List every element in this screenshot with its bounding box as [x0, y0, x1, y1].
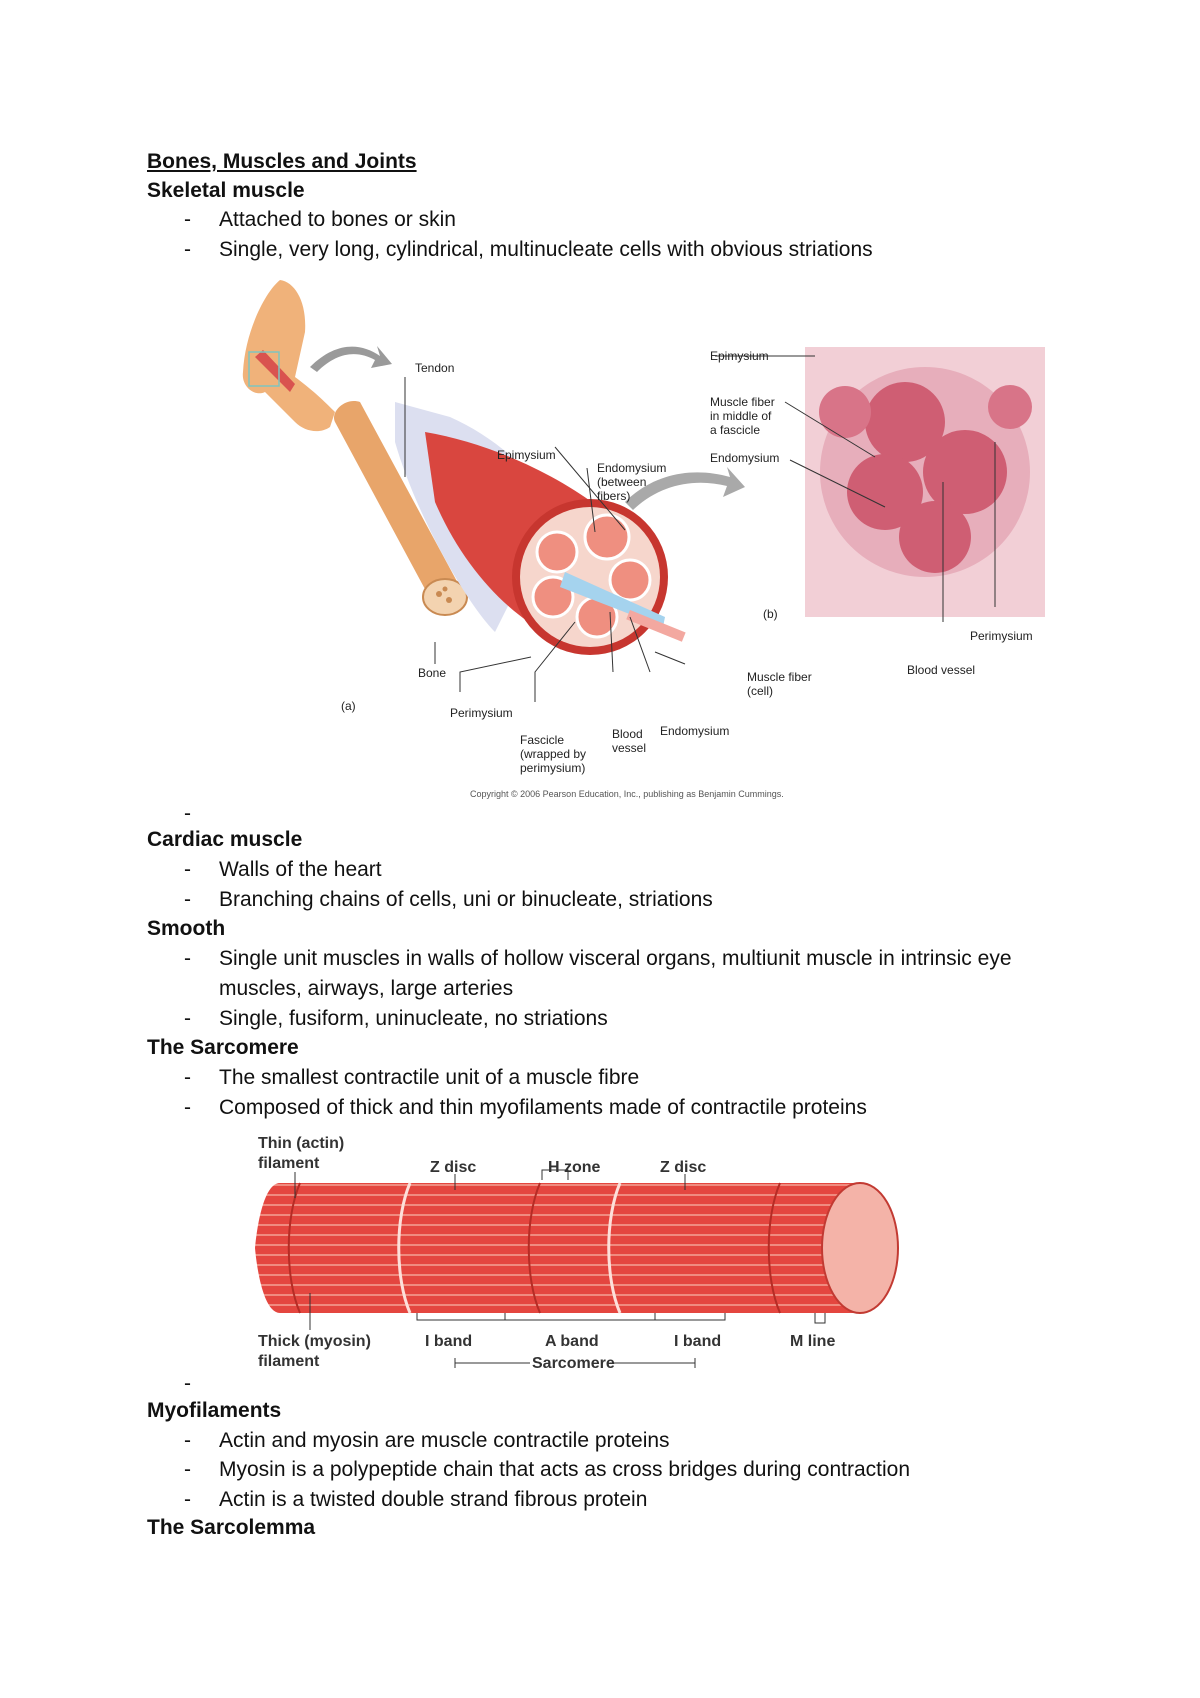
figure-copyright: Copyright © 2006 Pearson Education, Inc.…: [470, 789, 784, 799]
label-thin-filament-1: Thin (actin): [258, 1135, 344, 1152]
heading-sarcolemma: The Sarcolemma: [147, 1516, 316, 1539]
arm-illustration: [242, 280, 335, 432]
label-endomysium-between-2: (between: [597, 475, 646, 489]
label-perimysium-b: Perimysium: [970, 629, 1033, 643]
myofilaments-bullet-3: Actin is a twisted double strand fibrous…: [219, 1488, 648, 1511]
histology-micrograph: [805, 347, 1045, 617]
heading-sarcomere: The Sarcomere: [147, 1036, 299, 1059]
label-blood-vessel-b: Blood vessel: [907, 663, 975, 677]
myofilaments-bullet-1: Actin and myosin are muscle contractile …: [219, 1429, 670, 1452]
arrow-icon: [310, 346, 392, 372]
label-fascicle-3: perimysium): [520, 761, 585, 775]
label-perimysium: Perimysium: [450, 706, 513, 720]
label-tendon: Tendon: [415, 361, 454, 375]
label-epimysium: Epimysium: [497, 448, 556, 462]
sarcomere-bullet-1: The smallest contractile unit of a muscl…: [219, 1066, 640, 1089]
label-fiber-mid-2: in middle of: [710, 409, 772, 423]
sarcomere-bullet-2: Composed of thick and thin myofilaments …: [219, 1096, 867, 1119]
label-endomysium-between: Endomysium: [597, 461, 666, 475]
leader-lines: [294, 1169, 826, 1368]
cardiac-bullet-2: Branching chains of cells, uni or binucl…: [219, 888, 713, 911]
label-z-disc-left: Z disc: [430, 1159, 476, 1176]
label-thick-filament-2: filament: [258, 1353, 320, 1370]
bullet-dash: -: [184, 1372, 191, 1395]
label-thin-filament-2: filament: [258, 1155, 320, 1172]
muscle-bundle-illustration: [395, 402, 686, 655]
heading-myofilaments: Myofilaments: [147, 1399, 282, 1422]
label-fascicle-2: (wrapped by: [520, 747, 586, 761]
bullet-dash: -: [184, 1429, 191, 1452]
label-muscle-fiber-1: Muscle fiber: [747, 670, 812, 684]
label-b: (b): [763, 607, 778, 621]
label-a-band: A band: [545, 1333, 599, 1350]
bullet-dash: -: [184, 888, 191, 911]
label-endomysium-b: Endomysium: [710, 451, 779, 465]
arrow-icon: [625, 467, 745, 510]
bullet-dash: -: [184, 208, 191, 231]
label-endomysium-between-3: fibers): [597, 489, 630, 503]
label-i-band-right: I band: [674, 1333, 721, 1350]
label-m-line: M line: [790, 1333, 835, 1350]
skeletal-muscle-figure: Tendon Epimysium Endomysium (between fib…: [242, 280, 1045, 799]
label-fascicle-1: Fascicle: [520, 733, 564, 747]
label-blood-1: Blood: [612, 727, 643, 741]
bullet-dash: -: [184, 1488, 191, 1511]
cardiac-bullet-1: Walls of the heart: [219, 858, 382, 881]
page-title: Bones, Muscles and Joints: [147, 150, 417, 173]
skeletal-bullet-1: Attached to bones or skin: [219, 208, 456, 231]
smooth-bullet-1-line-2: muscles, airways, large arteries: [219, 977, 514, 1000]
label-sarcomere: Sarcomere: [532, 1355, 615, 1372]
label-a: (a): [341, 699, 356, 713]
heading-smooth: Smooth: [147, 917, 226, 940]
label-thick-filament-1: Thick (myosin): [258, 1333, 371, 1350]
bullet-dash: -: [184, 1096, 191, 1119]
myofilaments-bullet-2: Myosin is a polypeptide chain that acts …: [219, 1458, 911, 1481]
label-i-band-left: I band: [425, 1333, 472, 1350]
label-fiber-mid-1: Muscle fiber: [710, 395, 775, 409]
label-bone: Bone: [418, 666, 446, 680]
bone-illustration: [334, 401, 468, 616]
smooth-bullet-1-line-1: Single unit muscles in walls of hollow v…: [219, 947, 1012, 970]
label-h-zone: H zone: [548, 1159, 601, 1176]
bullet-dash: -: [184, 947, 191, 970]
sarcomere-figure: Thin (actin) filament Z disc H zone Z di…: [255, 1135, 899, 1372]
label-fiber-mid-3: a fascicle: [710, 423, 760, 437]
label-muscle-fiber-2: (cell): [747, 684, 773, 698]
heading-cardiac-muscle: Cardiac muscle: [147, 828, 303, 851]
skeletal-bullet-2: Single, very long, cylindrical, multinuc…: [219, 238, 873, 261]
bullet-dash: -: [184, 238, 191, 261]
smooth-bullet-2: Single, fusiform, uninucleate, no striat…: [219, 1007, 608, 1030]
bullet-dash: -: [184, 1007, 191, 1030]
label-epimysium-b: Epimysium: [710, 349, 769, 363]
bullet-dash: -: [184, 858, 191, 881]
bullet-dash: -: [184, 802, 191, 825]
bullet-dash: -: [184, 1066, 191, 1089]
bullet-dash: -: [184, 1458, 191, 1481]
myofibril-cylinder: [255, 1182, 899, 1314]
leader-lines: [404, 355, 996, 702]
label-blood-2: vessel: [612, 741, 646, 755]
label-endomysium: Endomysium: [660, 724, 729, 738]
label-z-disc-right: Z disc: [660, 1159, 706, 1176]
heading-skeletal-muscle: Skeletal muscle: [147, 179, 305, 202]
